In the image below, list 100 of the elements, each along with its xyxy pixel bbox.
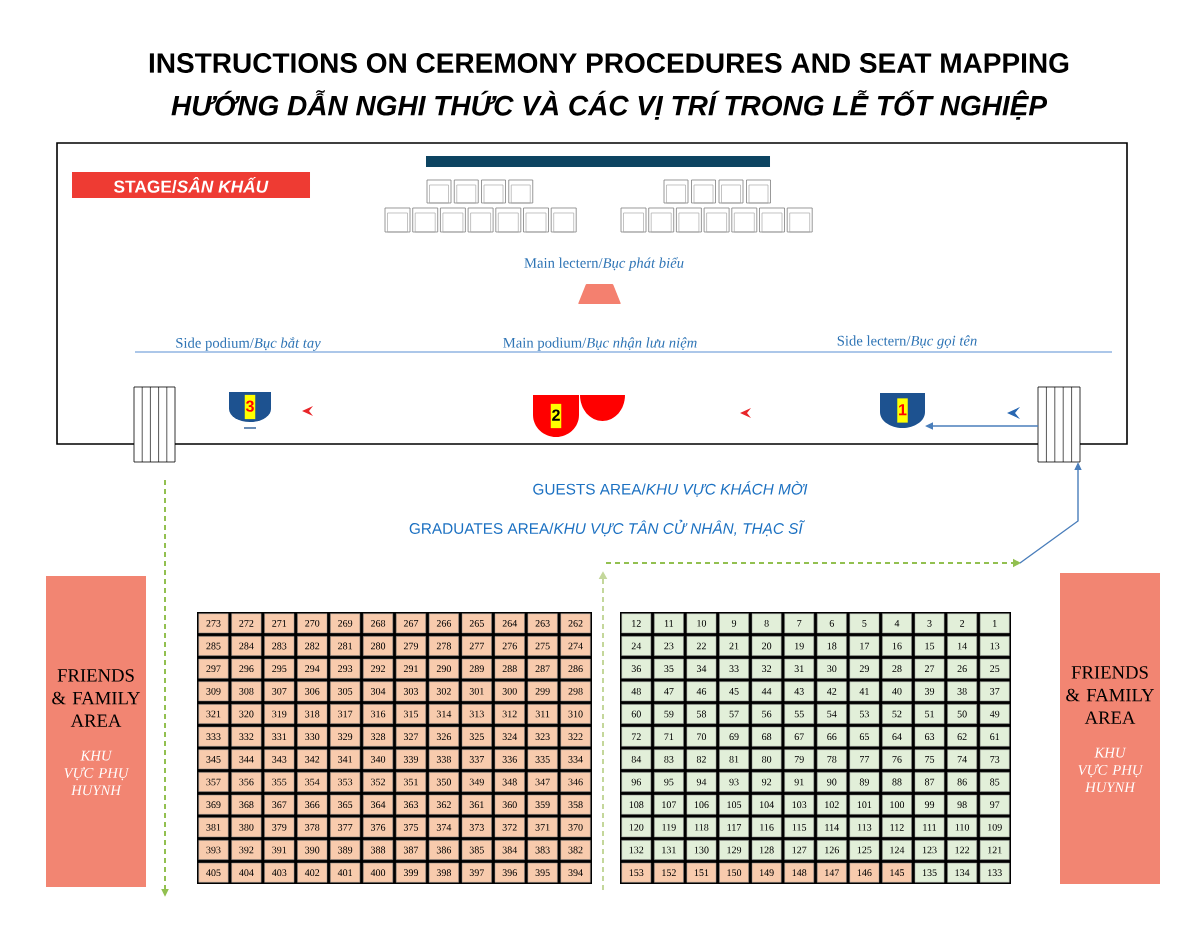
seat-cell: 307 (264, 681, 295, 702)
seat-cell: 95 (654, 772, 684, 792)
seat-cell: 300 (494, 681, 525, 702)
seat-cell: 44 (751, 681, 782, 702)
seat-cell: 36 (621, 658, 652, 679)
seat-cell: 272 (231, 613, 262, 634)
seat-cell: 350 (428, 772, 459, 792)
seat-cell: 321 (198, 704, 229, 724)
seat-cell: 351 (395, 772, 426, 792)
seat-cell: 315 (395, 704, 426, 724)
seat-cell: 316 (363, 704, 394, 724)
seat-cell: 133 (979, 862, 1010, 883)
seat-cell: 386 (428, 840, 459, 860)
seat-cell: 32 (751, 658, 782, 679)
seat-cell: 339 (395, 749, 426, 770)
seat-cell: 395 (527, 862, 558, 883)
seat-cell: 81 (719, 749, 749, 770)
seat-cell: 46 (686, 681, 717, 702)
seat-cell: 114 (816, 817, 847, 838)
seat-cell: 49 (979, 704, 1010, 724)
seat-cell: 402 (297, 862, 328, 883)
seat-cell: 152 (654, 862, 684, 883)
seat-cell: 361 (461, 794, 492, 815)
seat-cell: 91 (784, 772, 815, 792)
stage-banner: STAGE/SÂN KHẤU (72, 172, 310, 198)
stairs (133, 386, 176, 463)
seat-cell: 4 (882, 613, 912, 634)
seat-cell: 399 (395, 862, 426, 883)
seat-cell: 287 (527, 658, 558, 679)
seat-cell: 387 (395, 840, 426, 860)
seat-cell: 85 (979, 772, 1010, 792)
seat-cell: 323 (527, 726, 558, 747)
stairs (1037, 386, 1081, 463)
seat-cell: 89 (849, 772, 880, 792)
seat-cell: 17 (849, 636, 880, 656)
seat-cell: 346 (560, 772, 591, 792)
seat-cell: 356 (231, 772, 262, 792)
seat-cell: 67 (784, 726, 815, 747)
seat-cell: 380 (231, 817, 262, 838)
seat-cell: 71 (654, 726, 684, 747)
seat-cell: 318 (297, 704, 328, 724)
seat-cell: 6 (816, 613, 847, 634)
seat-cell: 302 (428, 681, 459, 702)
seat-cell: 61 (979, 726, 1010, 747)
seat-cell: 105 (719, 794, 749, 815)
seat-cell: 1 (979, 613, 1010, 634)
seat-cell: 290 (428, 658, 459, 679)
seat-cell: 319 (264, 704, 295, 724)
seat-cell: 10 (686, 613, 717, 634)
seat-cell: 274 (560, 636, 591, 656)
seat-cell: 50 (947, 704, 977, 724)
seat-cell: 341 (330, 749, 361, 770)
seat-cell: 42 (816, 681, 847, 702)
podium: 1 (880, 393, 925, 428)
seat-cell: 382 (560, 840, 591, 860)
seat-cell: 390 (297, 840, 328, 860)
seat-cell: 100 (882, 794, 912, 815)
seat-cell: 104 (751, 794, 782, 815)
seat-cell: 3 (914, 613, 945, 634)
seat-cell: 7 (784, 613, 815, 634)
seat-cell: 336 (494, 749, 525, 770)
seat-cell: 281 (330, 636, 361, 656)
seat-cell: 148 (784, 862, 815, 883)
seat-cell: 80 (751, 749, 782, 770)
seat-cell: 295 (264, 658, 295, 679)
seat-cell: 13 (979, 636, 1010, 656)
seat-cell: 19 (784, 636, 815, 656)
seat-cell: 97 (979, 794, 1010, 815)
seat-cell: 51 (914, 704, 945, 724)
seat-cell: 84 (621, 749, 652, 770)
seat-cell: 266 (428, 613, 459, 634)
seat-cell: 107 (654, 794, 684, 815)
seat-cell: 280 (363, 636, 394, 656)
seat-cell: 98 (947, 794, 977, 815)
seat-cell: 117 (719, 817, 749, 838)
seat-cell: 275 (527, 636, 558, 656)
seat-cell: 69 (719, 726, 749, 747)
seat-cell: 331 (264, 726, 295, 747)
seat-cell: 309 (198, 681, 229, 702)
seat-cell: 375 (395, 817, 426, 838)
seat-cell: 122 (947, 840, 977, 860)
seat-cell: 27 (914, 658, 945, 679)
seat-cell: 394 (560, 862, 591, 883)
seat-cell: 35 (654, 658, 684, 679)
seat-cell: 57 (719, 704, 749, 724)
seat-cell: 103 (784, 794, 815, 815)
seat-cell: 41 (849, 681, 880, 702)
seat-cell: 56 (751, 704, 782, 724)
seat-cell: 86 (947, 772, 977, 792)
seat-cell: 391 (264, 840, 295, 860)
seat-cell: 288 (494, 658, 525, 679)
seat-cell: 372 (494, 817, 525, 838)
seat-cell: 301 (461, 681, 492, 702)
seat-cell: 48 (621, 681, 652, 702)
seat-cell: 120 (621, 817, 652, 838)
seat-cell: 101 (849, 794, 880, 815)
seat-cell: 131 (654, 840, 684, 860)
seat-cell: 145 (882, 862, 912, 883)
seat-cell: 151 (686, 862, 717, 883)
seat-cell: 285 (198, 636, 229, 656)
